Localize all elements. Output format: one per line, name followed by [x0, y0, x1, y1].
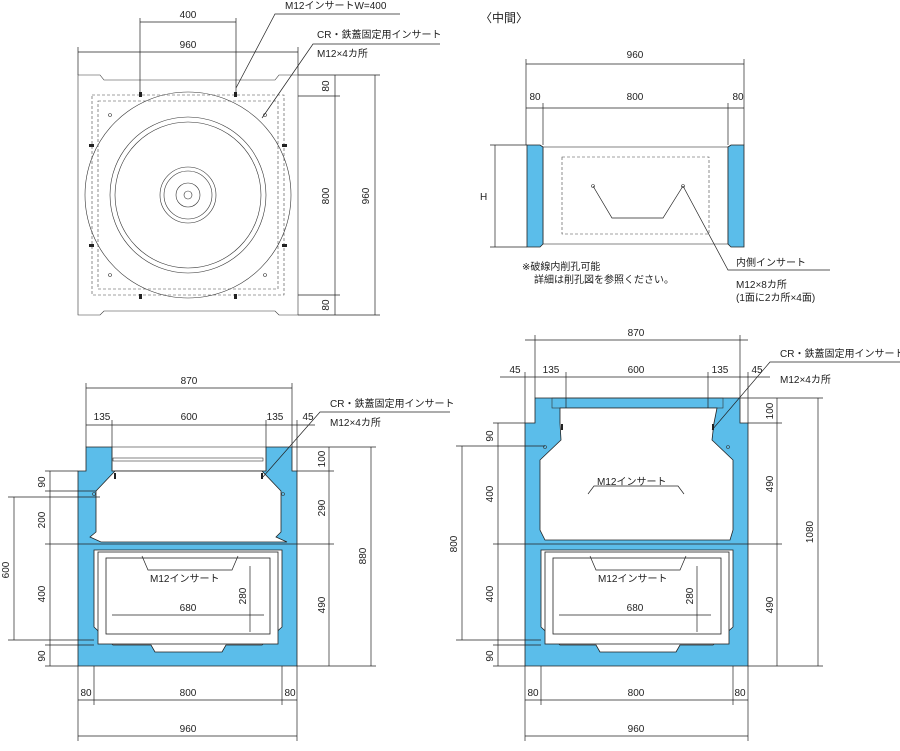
right-dim-600: 600	[628, 365, 645, 376]
left-dim-135a: 135	[94, 412, 111, 423]
left-dim-600: 600	[181, 412, 198, 423]
right-label-cr-insert: CR・鉄蓋固定用インサート	[780, 347, 900, 360]
left-dim-b80b: 80	[284, 688, 296, 699]
top-right-80b: 80	[321, 299, 332, 311]
top-view: 400 960 80 800 80 960 M12インサートW=400 CR・鉄…	[77, 0, 441, 316]
right-dim-135a: 135	[543, 365, 560, 376]
top-right-800: 800	[321, 187, 332, 204]
right-dim-45b: 45	[751, 365, 763, 376]
left-label-m12: M12インサート	[150, 573, 219, 585]
left-dim-45: 45	[302, 412, 314, 423]
left-dim-b80a: 80	[80, 688, 92, 699]
right-dim-l90b: 90	[485, 650, 496, 662]
left-label-cr-count: M12×4カ所	[330, 417, 381, 429]
right-dim-r490a: 490	[765, 475, 776, 492]
left-dim-490: 490	[317, 596, 328, 613]
top-label-insert-w: M12インサートW=400	[285, 0, 387, 12]
right-view: 870 45 135 600 135 45 CR・鉄蓋固定用インサート M12×…	[449, 328, 900, 741]
right-label-m12-lower: M12インサート	[598, 573, 667, 585]
top-dim-960: 960	[180, 40, 197, 51]
left-dim-880: 880	[358, 547, 369, 564]
mid-note-1: ※破線内削孔可能	[522, 260, 600, 273]
left-dim-b960: 960	[180, 724, 197, 735]
right-dim-l800: 800	[449, 535, 460, 552]
right-dim-680: 680	[627, 603, 644, 614]
left-dim-680: 680	[180, 603, 197, 614]
mid-dim-800: 800	[627, 92, 644, 103]
right-dim-b80a: 80	[527, 688, 539, 699]
mid-dim-h: H	[480, 192, 487, 203]
left-view: 870 135 600 135 45 CR・鉄蓋固定用インサート M12×4カ所…	[1, 376, 454, 741]
top-right-960: 960	[361, 187, 372, 204]
top-right-80a: 80	[321, 80, 332, 92]
middle-view: 〈中間〉 960 80 800 80 H ※破線内削孔可能 詳細は削孔図を参照く…	[480, 10, 830, 304]
right-dim-45a: 45	[509, 365, 521, 376]
right-dim-r1080: 1080	[805, 520, 816, 543]
left-dim-280: 280	[238, 587, 249, 604]
middle-title: 〈中間〉	[480, 10, 528, 25]
right-dim-l400b: 400	[485, 585, 496, 602]
mid-label-inner: 内側インサート	[736, 256, 806, 269]
right-dim-280: 280	[685, 587, 696, 604]
right-label-cr-count: M12×4カ所	[780, 374, 831, 386]
right-dim-r100: 100	[765, 402, 776, 419]
left-dim-b800: 800	[180, 688, 197, 699]
right-label-m12-upper: M12インサート	[597, 476, 666, 488]
mid-label-inner-detail: (1面に2カ所×4面)	[736, 292, 815, 304]
left-dim-100: 100	[317, 450, 328, 467]
right-dim-870: 870	[628, 328, 645, 339]
left-dim-400: 400	[37, 585, 48, 602]
mid-dim-80b: 80	[732, 92, 744, 103]
right-dim-135b: 135	[712, 365, 729, 376]
left-dim-90a: 90	[37, 476, 48, 488]
top-label-cr-count: M12×4カ所	[317, 48, 368, 60]
top-dim-400: 400	[180, 10, 197, 21]
left-dim-200: 200	[37, 511, 48, 528]
left-dim-290: 290	[317, 499, 328, 516]
left-dim-90b: 90	[37, 650, 48, 662]
left-label-cr-insert: CR・鉄蓋固定用インサート	[330, 397, 454, 410]
mid-note-2: 詳細は削孔図を参照ください。	[534, 273, 674, 286]
right-dim-b960: 960	[628, 724, 645, 735]
mid-label-inner-count: M12×8カ所	[736, 279, 787, 291]
mid-dim-960: 960	[627, 50, 644, 61]
right-dim-l400a: 400	[485, 485, 496, 502]
right-dim-l90a: 90	[485, 430, 496, 442]
right-dim-b800: 800	[628, 688, 645, 699]
right-dim-r490b: 490	[765, 596, 776, 613]
right-dim-b80b: 80	[734, 688, 746, 699]
left-dim-135b: 135	[267, 412, 284, 423]
top-label-cr-insert: CR・鉄蓋固定用インサート	[317, 28, 441, 41]
left-dim-870: 870	[181, 376, 198, 387]
left-dim-600v: 600	[1, 561, 12, 578]
mid-dim-80a: 80	[529, 92, 541, 103]
